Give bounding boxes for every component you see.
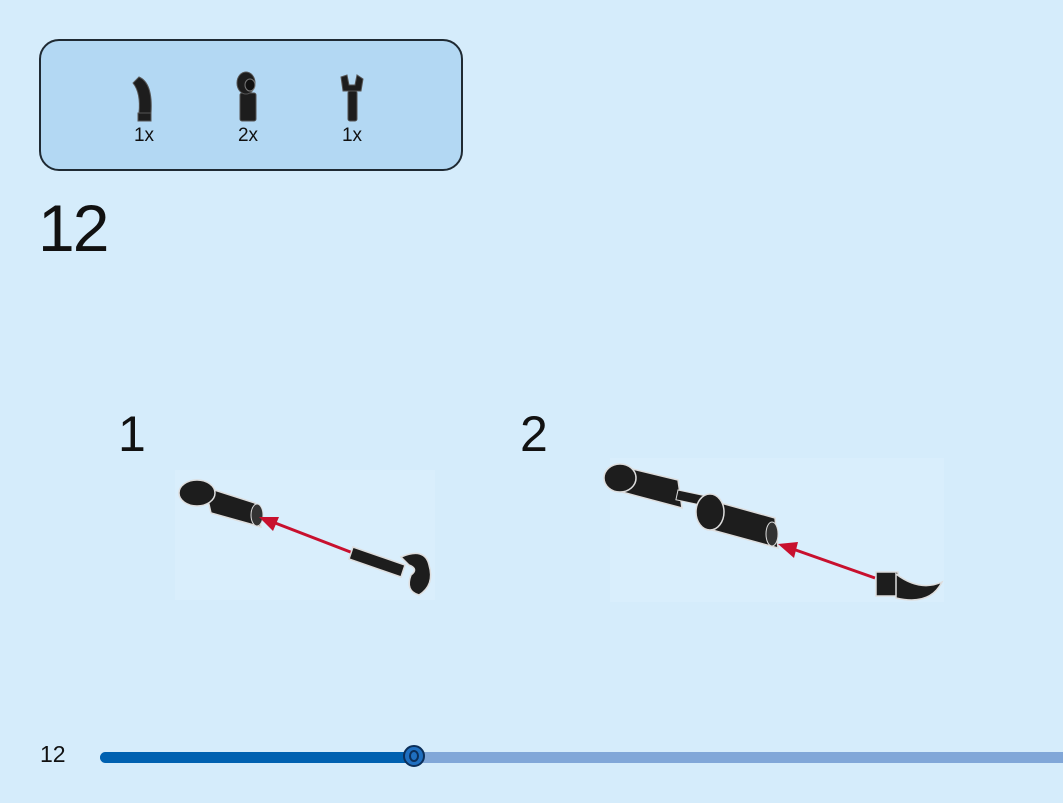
substep-number: 1: [118, 406, 146, 462]
part-item: 1x: [322, 71, 382, 147]
progress-slider-handle[interactable]: [402, 745, 425, 767]
part-quantity: 1x: [341, 125, 363, 146]
substep-1-illustration: [175, 470, 435, 600]
part-quantity: 2x: [237, 125, 259, 146]
pin-connector-piece-icon: [236, 71, 257, 122]
substep-2-illustration: [603, 458, 944, 602]
insert-arrow-icon: [259, 517, 354, 555]
progress-fill: [100, 752, 414, 763]
clip-bar-piece-icon: [340, 74, 364, 122]
page-number: 12: [40, 741, 66, 767]
step-number: 12: [38, 191, 109, 265]
parts-list-box: 1x 2x 1x: [39, 39, 463, 171]
clip-bar-piece-icon: [348, 546, 432, 596]
part-item: 1x: [114, 71, 174, 147]
page-progress-slider[interactable]: [100, 745, 1063, 767]
insert-arrow-icon: [778, 542, 876, 580]
part-item: 2x: [218, 71, 278, 147]
pin-connector-piece-icon: [178, 479, 264, 529]
pin-connector-piece-icon: [695, 493, 779, 550]
claw-horn-piece-icon: [875, 571, 944, 601]
claw-horn-piece-icon: [132, 76, 152, 122]
part-quantity: 1x: [133, 125, 155, 146]
substep-number: 2: [520, 406, 548, 462]
